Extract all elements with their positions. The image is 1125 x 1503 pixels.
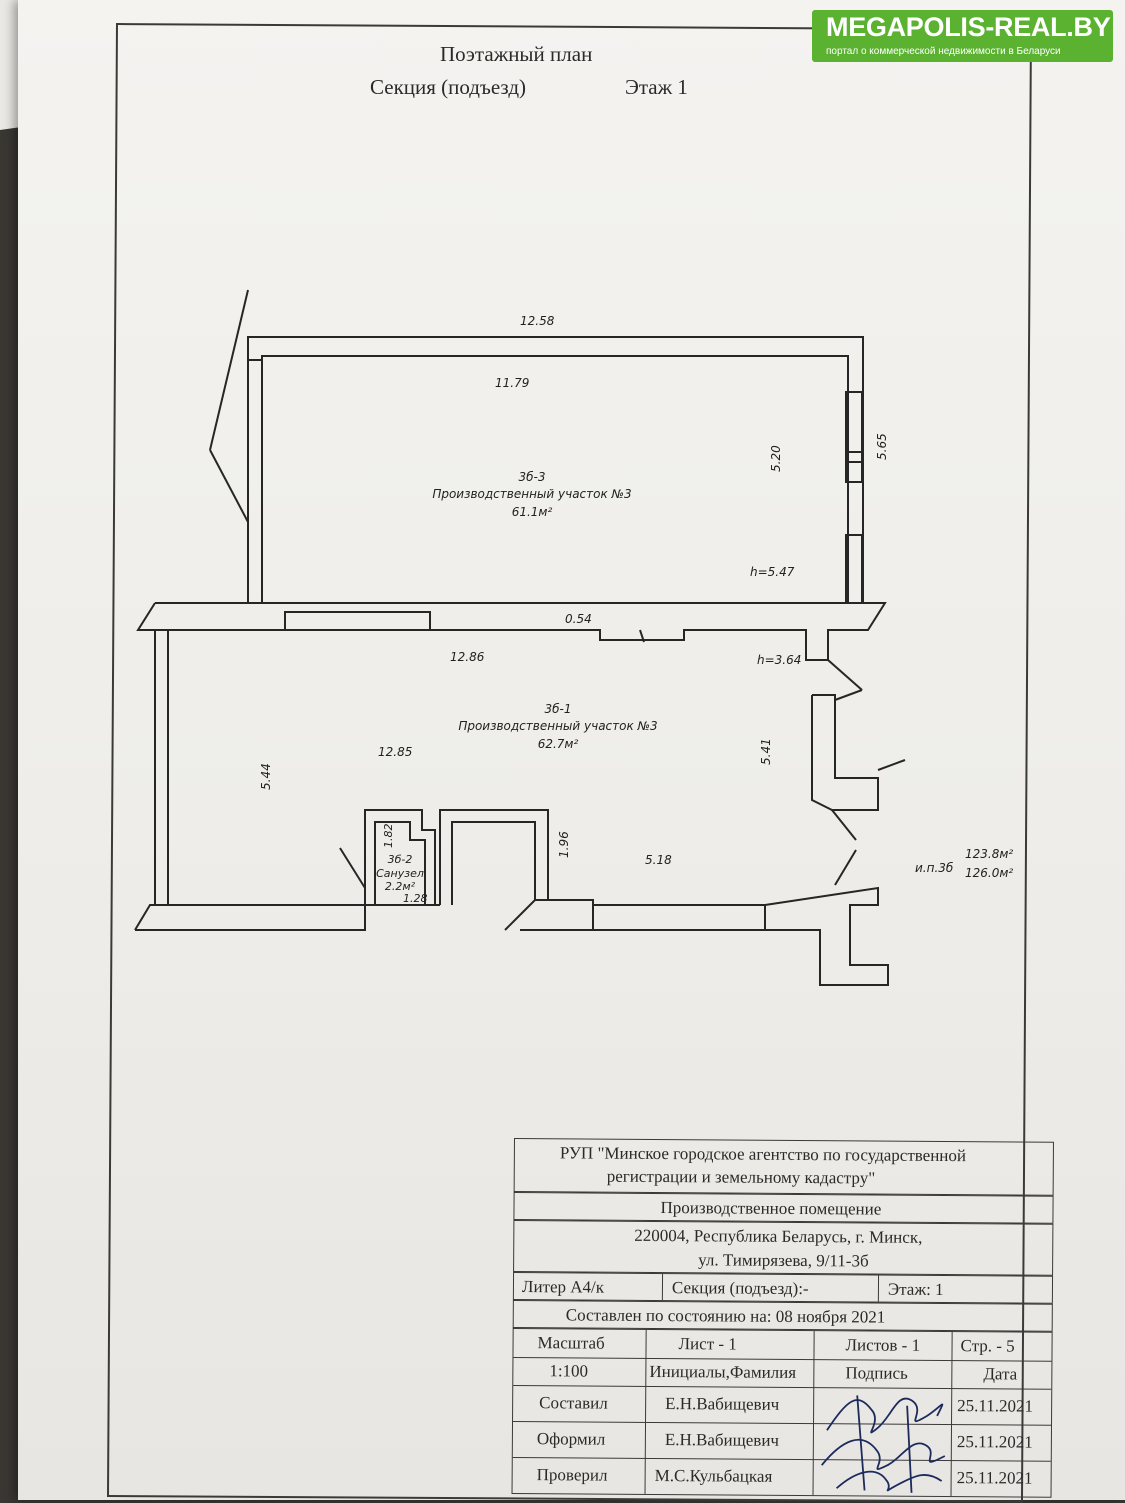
totals-label: и.п.3б [915, 861, 954, 875]
lower-room-bottom-wall [134, 904, 366, 931]
stamp-org-row: РУП "Минское городское агентство по госу… [513, 1138, 1054, 1196]
lower-room-height: h=3.64 [757, 653, 801, 667]
stamp-address-line2: ул. Тимирязева, 9/11-3б [698, 1250, 869, 1271]
stamp-page: Стр. - 5 [960, 1336, 1015, 1356]
dim-right-height: 5.41 [759, 738, 773, 765]
stamp-floor: Этаж: 1 [887, 1279, 944, 1300]
wc-walls [364, 809, 436, 905]
lower-room-name: Производственный участок №3 [458, 719, 657, 733]
plan-section-label: Секция (подъезд) [370, 75, 527, 99]
stamp-scale-value: 1:100 [549, 1361, 589, 1381]
megapolis-watermark[interactable]: MEGAPOLIS-REAL.BY портал о коммерческой … [812, 10, 1113, 62]
stamp-col-name: Инициалы,Фамилия [649, 1361, 797, 1382]
stamp-address-line1: 220004, Республика Беларусь, г. Минск, [634, 1225, 923, 1247]
dim-right-outer: 5.65 [875, 433, 889, 460]
stamp-role-1: Составил [539, 1393, 608, 1413]
stamp-compiled: Составлен по состоянию на: 08 ноября 202… [565, 1305, 886, 1327]
window-upper-right [845, 391, 863, 463]
watermark-tagline: портал о коммерческой недвижимости в Бел… [826, 46, 1061, 57]
stamp-sheets: Листов - 1 [845, 1335, 921, 1355]
upper-room-height: h=5.47 [750, 565, 795, 579]
totals-area-2: 126.0м² [965, 866, 1013, 880]
stamp-section: Секция (подъезд):- [671, 1278, 809, 1299]
upper-room-code: 3б-3 [519, 470, 546, 484]
corridor-walls [439, 809, 549, 905]
dim-wc-height: 1.82 [382, 824, 395, 849]
title-block-stamp: РУП "Минское городское агентство по госу… [511, 1138, 1054, 1498]
stamp-role-2: Оформил [536, 1429, 606, 1449]
stamp-col-date: Дата [983, 1364, 1018, 1384]
stamp-signature-table: Масштаб Лист - 1 Листов - 1 Стр. - 5 1:1… [511, 1327, 1053, 1498]
totals-area-1: 123.8м² [965, 847, 1013, 861]
stamp-role-3: Проверил [536, 1465, 608, 1485]
stamp-scale-header: Масштаб [537, 1333, 605, 1353]
dim-wall-gap: 0.54 [565, 612, 592, 626]
plan-title: Поэтажный план [440, 42, 593, 66]
stamp-name-1: Е.Н.Вабищевич [665, 1394, 780, 1414]
dim-top-outer: 12.58 [520, 314, 555, 328]
door-swing-right-lower [831, 809, 857, 841]
stamp-org-line2: регистрации и земельному кадастру" [606, 1166, 876, 1188]
dim-lower-width: 12.86 [450, 650, 485, 664]
lower-room-right-projection [811, 694, 879, 811]
stamp-date-3: 25.11.2021 [956, 1468, 1033, 1488]
watermark-brand: MEGAPOLIS-REAL.BY [826, 12, 1111, 42]
lower-room-area: 62.7м² [538, 737, 579, 751]
stamp-liter: Литер А4/к [521, 1277, 605, 1297]
stamp-date-2: 25.11.2021 [956, 1432, 1033, 1452]
dim-corridor-height: 1.96 [557, 831, 571, 858]
dim-wc-width: 1.28 [403, 892, 428, 905]
door-swing-lower-right [827, 659, 863, 691]
dim-bottom-right: 5.18 [645, 853, 672, 867]
stamp-name-3: М.С.Кульбацкая [654, 1465, 773, 1486]
lower-room-code: 3б-1 [545, 702, 572, 716]
dim-right-inner: 5.20 [769, 445, 783, 472]
upper-room-name: Производственный участок №3 [432, 487, 631, 501]
stamp-date-1: 25.11.2021 [957, 1396, 1034, 1416]
wc-code: 3б-2 [388, 853, 413, 866]
document-paper [18, 0, 1125, 1503]
wc-door-swing [339, 847, 366, 889]
wc-name: Санузел [376, 867, 424, 880]
dim-lower-inner: 12.85 [378, 745, 412, 759]
handwritten-signatures [821, 1395, 946, 1493]
middle-wall [136, 602, 887, 661]
dim-left-height: 5.44 [259, 763, 273, 790]
wc-area: 2.2м² [385, 880, 416, 893]
stamp-sheet: Лист - 1 [678, 1334, 737, 1354]
dim-top-inner: 11.79 [495, 376, 529, 390]
stamp-object-row: Производственное помещение [513, 1191, 1054, 1224]
door-swing-upper-left [209, 289, 249, 451]
stamp-name-2: Е.Н.Вабищевич [664, 1430, 780, 1450]
stamp-liter-row: Литер А4/к Секция (подъезд):- Этаж: 1 [512, 1271, 1054, 1304]
stamp-address-row: 220004, Республика Беларусь, г. Минск, у… [513, 1219, 1054, 1276]
upper-room-area: 61.1м² [512, 505, 553, 519]
stamp-org-line1: РУП "Минское городское агентство по госу… [559, 1143, 967, 1166]
stamp-object: Производственное помещение [660, 1198, 882, 1219]
stamp-compiled-row: Составлен по состоянию на: 08 ноября 202… [512, 1299, 1053, 1332]
upper-room-inner-wall [261, 355, 849, 603]
plan-floor-label: Этаж 1 [625, 75, 688, 99]
